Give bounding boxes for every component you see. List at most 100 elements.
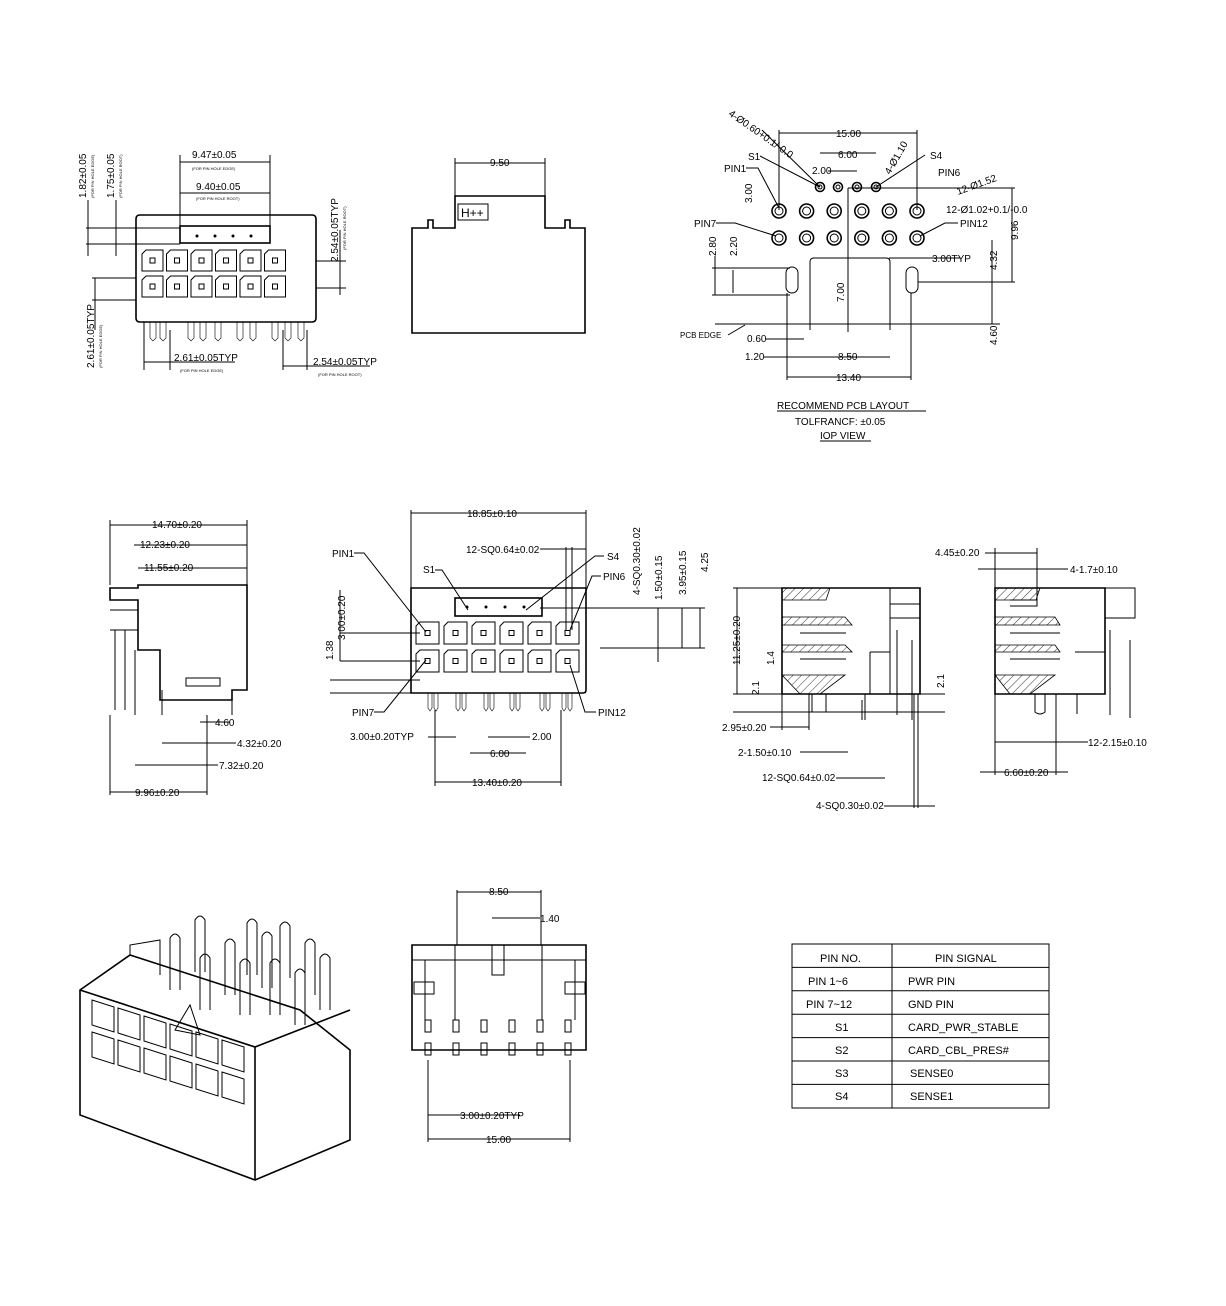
iso-pin <box>261 931 273 988</box>
dim: 4-SQ0.30±0.02 <box>816 801 884 812</box>
pin-contact <box>480 658 487 664</box>
iso-cavity <box>169 1055 193 1089</box>
pin-tail <box>489 693 495 712</box>
pcb-hole <box>802 206 812 216</box>
pin-cavity <box>471 649 496 673</box>
dim: 7.00 <box>836 282 847 302</box>
dim: 3.00±0.20TYP <box>460 1111 524 1122</box>
pcb-pad <box>826 230 843 246</box>
pin-tail <box>427 693 433 712</box>
pin-contact <box>452 630 459 636</box>
pcb-hole <box>774 233 784 243</box>
dim: 9.47±0.05 <box>192 150 237 161</box>
dim: 4.25 <box>700 552 711 572</box>
dim: 3.00TYP <box>932 254 971 265</box>
iso-cavity <box>169 1023 193 1057</box>
pcb-hole <box>802 233 812 243</box>
pin-contact <box>272 283 278 290</box>
label: PIN7 <box>694 219 717 230</box>
label: PIN12 <box>598 708 626 719</box>
dim: 3.00±0.20 <box>337 595 348 640</box>
iso-cavity <box>143 1015 167 1049</box>
pin-contact <box>564 630 571 636</box>
pin-tail <box>539 693 545 712</box>
pin-cavity <box>527 649 552 673</box>
pcb-hole <box>912 233 922 243</box>
sideband-pad <box>851 181 863 193</box>
iso-cavity <box>143 1047 167 1081</box>
pin-tail <box>508 1019 516 1033</box>
pin-tail <box>483 693 489 712</box>
pin-tail <box>159 322 167 342</box>
pin-tail <box>433 693 439 712</box>
iso-pin <box>279 921 291 978</box>
label: PIN7 <box>352 708 375 719</box>
iso-cavity <box>221 1071 245 1105</box>
pin-contact <box>174 257 180 264</box>
pin-cavity <box>141 275 164 298</box>
pin-tail <box>536 1019 544 1033</box>
dim: 12-SQ0.64±0.02 <box>466 545 540 556</box>
pin-tail <box>452 1042 460 1056</box>
dim: 11.55±0.20 <box>144 563 194 574</box>
pin-tail <box>187 322 195 342</box>
table-cell: GND PIN <box>908 999 954 1011</box>
pin-tail <box>271 322 279 342</box>
pin-cavity <box>239 275 262 298</box>
sideband-pin <box>249 234 253 238</box>
iso-pin <box>169 933 181 990</box>
iso-pin <box>269 958 281 1015</box>
pin-tail <box>199 322 207 342</box>
dim: 4.32 <box>989 250 1000 270</box>
sideband-pin <box>195 234 199 238</box>
pin-tail <box>545 693 551 712</box>
dim: 1.40 <box>540 914 560 925</box>
table-cell: PIN 1~6 <box>808 976 848 988</box>
sideband-pin <box>213 234 217 238</box>
pin-cavity <box>499 649 524 673</box>
dim: 4.32±0.20 <box>237 739 282 750</box>
table-cell: S4 <box>835 1091 848 1103</box>
pin-contact <box>424 630 431 636</box>
dim: 12-2.15±0.10 <box>1088 738 1147 749</box>
view-note: IOP VIEW <box>820 431 866 442</box>
dim: 9.96 <box>1010 220 1021 240</box>
pin-contact <box>480 630 487 636</box>
pin-contact <box>508 630 515 636</box>
dim: 6.00 <box>838 150 858 161</box>
dim: 15.00 <box>486 1135 511 1146</box>
pin-contact <box>272 257 278 264</box>
pcb-hole <box>884 233 894 243</box>
pin-tail <box>561 693 567 712</box>
label: PIN12 <box>960 219 988 230</box>
front-view-top: 9.47±0.05 (FOR PIN HOLE EDGE) 9.40±0.05 … <box>78 150 377 377</box>
pin-tail <box>480 1019 488 1033</box>
pin-contact <box>508 658 515 664</box>
dim-note: (FOR PIN HOLE ROOT) <box>342 206 347 250</box>
label: S1 <box>423 565 436 576</box>
dim: 1.38 <box>325 640 336 660</box>
dim: 1.20 <box>745 352 765 363</box>
pin-tail <box>461 693 467 712</box>
dim-note: (FOR PIN HOLE EDGE) <box>98 324 103 368</box>
dim: 2.1 <box>936 674 947 688</box>
iso-cavity <box>117 1007 141 1041</box>
iso-pin <box>319 953 331 1010</box>
pin-tail <box>564 1019 572 1033</box>
front-view-mid: 18.85±0.10 12-SQ0.64±0.02 4-SQ0.30±0.02 … <box>325 509 711 789</box>
side-view-mid: 14.70±0.20 12.23±0.20 11.55±0.20 4.60 4.… <box>109 520 282 799</box>
pin-tail <box>509 693 515 712</box>
pin-tail <box>249 322 257 342</box>
pin-cavity <box>555 649 580 673</box>
pin-contact <box>198 283 205 290</box>
logo-mark: H++ <box>461 206 484 220</box>
table-cell: S2 <box>835 1045 848 1057</box>
dim: 4-1.7±0.10 <box>1070 565 1118 576</box>
dim: 11.25±0.20 <box>732 615 743 665</box>
label: S4 <box>607 552 620 563</box>
pcb-pad <box>798 230 815 246</box>
dim: 2.54±0.05TYP <box>330 198 341 262</box>
pin-cavity <box>141 249 164 272</box>
pin-tail <box>284 322 292 342</box>
dim: 4.45±0.20 <box>935 548 980 559</box>
